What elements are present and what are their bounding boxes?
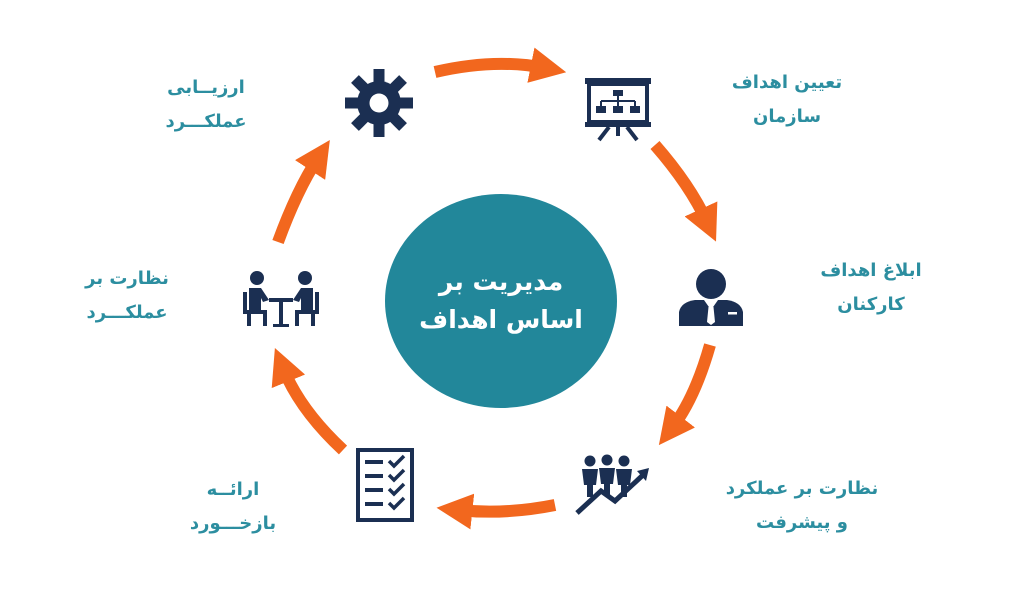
arrow-set-to-communicate [650,141,718,242]
arrow-observe-to-evaluate [272,139,330,245]
step-label-line2: عملکـــرد [86,302,168,323]
step-label-line1: نظارت بر [85,268,169,289]
arrow-communicate-to-monitor [658,343,716,446]
step-label-line2: بازخـــورد [189,513,277,534]
step-label-evaluate-performance: ارزیــابی عملکـــرد [136,71,276,139]
arrow-monitor-to-feedback [436,493,557,530]
step-label-line1: نظارت بر عملکرد [725,478,879,499]
step-label-set-goals: تعیین اهداف سازمان [712,66,862,134]
step-label-observe-performance: نظارت بر عملکـــرد [62,262,192,330]
step-label-line2: و پیشرفت [756,512,848,533]
step-label-monitor-progress: نظارت بر عملکرد و پیشرفت [712,472,892,540]
step-label-communicate-goals: ابلاغ اهداف کارکنان [796,254,946,322]
step-label-line1: ارائــه [206,479,260,500]
center-circle: مدیریت بر اساس اهداف [385,194,617,408]
center-title-line2: اساس اهداف [419,305,583,334]
arrow-evaluate-to-set [433,47,567,83]
step-label-line2: سازمان [752,106,822,127]
step-label-line1: ارزیــابی [167,77,245,98]
step-label-provide-feedback: ارائــه بازخـــورد [168,473,298,541]
step-label-line2: عملکـــرد [165,111,247,132]
arrow-feedback-to-observe [271,347,348,455]
center-title-line1: مدیریت بر [438,267,564,296]
step-label-line2: کارکنان [837,294,905,315]
step-label-line1: ابلاغ اهداف [820,260,922,281]
step-label-line1: تعیین اهداف [731,72,843,93]
